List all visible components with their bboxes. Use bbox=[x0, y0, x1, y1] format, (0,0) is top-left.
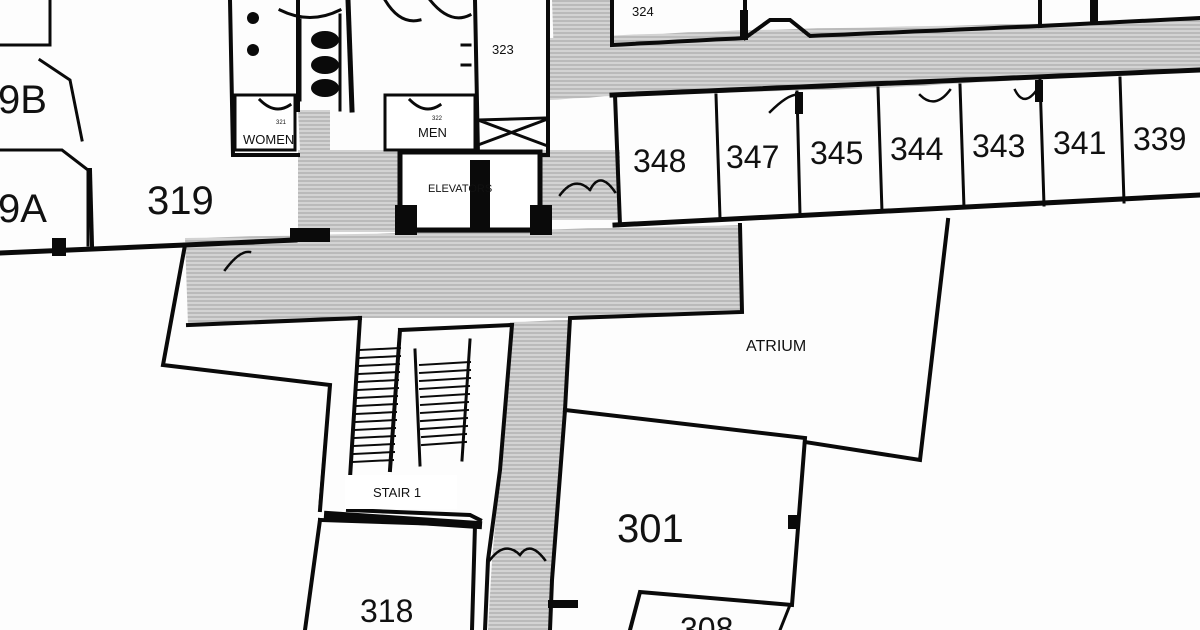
elevators-label: ELEVATORS bbox=[428, 183, 492, 195]
women-room-number: 321 bbox=[276, 120, 287, 126]
room-label-343: 343 bbox=[972, 128, 1025, 164]
room-label-318: 318 bbox=[360, 593, 413, 629]
room-label-308: 308 bbox=[680, 611, 733, 630]
restroom-fixtures bbox=[233, 0, 477, 152]
room-label-345: 345 bbox=[810, 135, 863, 171]
door-swings bbox=[52, 0, 1098, 608]
room-label-323: 323 bbox=[492, 42, 514, 57]
room-label-344: 344 bbox=[890, 131, 943, 167]
women-restroom-label: WOMEN bbox=[243, 132, 294, 147]
stair-treads bbox=[345, 346, 472, 509]
stair-label: STAIR 1 bbox=[373, 485, 421, 500]
area-labels: 321 WOMEN 322 MEN ELEVATORS ATRIUM STAIR… bbox=[243, 116, 806, 500]
room-label-341: 341 bbox=[1053, 125, 1106, 161]
room-label-9b: 9B bbox=[0, 78, 47, 122]
room-label-301: 301 bbox=[617, 507, 684, 551]
room-label-339: 339 bbox=[1133, 121, 1186, 157]
atrium-label: ATRIUM bbox=[746, 338, 806, 355]
elevator-block bbox=[290, 149, 552, 242]
men-restroom-label: MEN bbox=[418, 125, 447, 140]
room-label-348: 348 bbox=[633, 143, 686, 179]
room-label-9a: 9A bbox=[0, 187, 47, 231]
room-label-347: 347 bbox=[726, 139, 779, 175]
room-label-324: 324 bbox=[632, 4, 654, 19]
men-room-number: 322 bbox=[432, 116, 443, 122]
room-label-319: 319 bbox=[147, 179, 214, 223]
room-labels: 9B 9A 319 323 324 348 347 345 344 343 34… bbox=[0, 4, 1186, 630]
